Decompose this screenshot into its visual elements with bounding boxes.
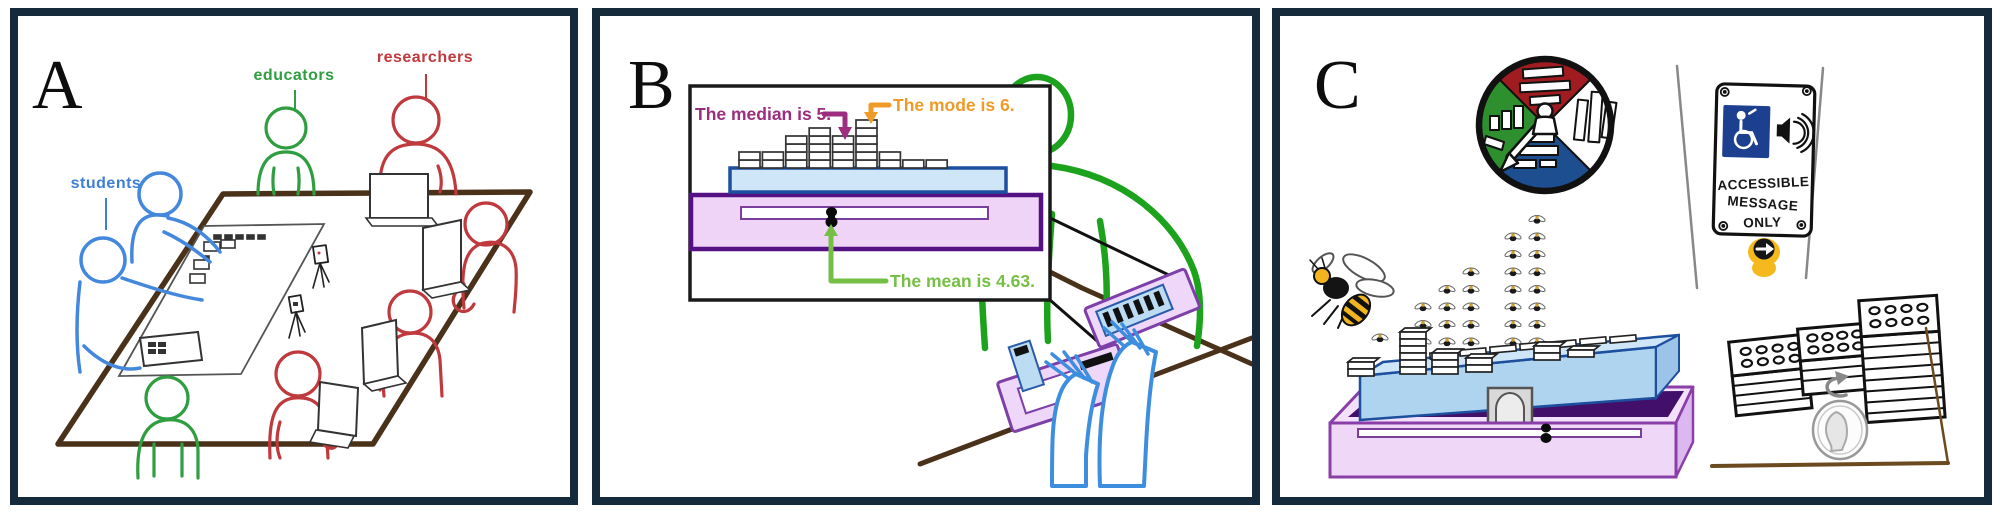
sign-line-3: ONLY bbox=[1743, 214, 1782, 230]
students-label-text: students bbox=[71, 175, 142, 192]
block-platform bbox=[728, 166, 1008, 194]
sign-line-1: ACCESSIBLE bbox=[1717, 174, 1810, 193]
block-histogram[interactable] bbox=[738, 119, 949, 169]
sign-screws bbox=[1718, 86, 1812, 231]
signal-push-button[interactable] bbox=[1748, 238, 1780, 277]
laptop bbox=[360, 318, 408, 392]
educators-label-text: educators bbox=[254, 67, 335, 84]
panel-c: C bbox=[1272, 8, 1992, 505]
panel-a-letter: A bbox=[32, 47, 83, 124]
slider-track[interactable] bbox=[740, 206, 989, 220]
person-student-1 bbox=[130, 171, 222, 264]
coin-icon bbox=[1811, 399, 1869, 461]
median-annotation: The median is 5. bbox=[695, 104, 831, 124]
person-researcher-right bbox=[451, 201, 518, 314]
tactile-device-tray bbox=[138, 330, 204, 368]
signal-pole bbox=[1675, 64, 1825, 290]
slider-knob[interactable] bbox=[825, 207, 838, 228]
panel-a-illustration: A bbox=[32, 47, 533, 480]
panel-b: B bbox=[592, 8, 1260, 505]
camera-tripod bbox=[287, 294, 306, 339]
single-fly bbox=[1370, 332, 1390, 343]
wheelchair-icon bbox=[1733, 108, 1758, 150]
mode-annotation: The mode is 6. bbox=[893, 95, 1015, 115]
mean-arrow bbox=[824, 224, 889, 284]
user-hand-right bbox=[1097, 320, 1158, 488]
sheet-edge-lines bbox=[1710, 326, 1950, 468]
person-researcher-bottom bbox=[268, 350, 340, 460]
inset-detail-box: The median is 5. The mode is 6. The mean… bbox=[688, 84, 1052, 302]
panel-c-illustration: C bbox=[1309, 47, 1950, 479]
laptop bbox=[364, 173, 440, 227]
panel-a: A bbox=[10, 8, 578, 505]
laptop bbox=[421, 218, 472, 299]
person-researcher-top bbox=[378, 95, 458, 196]
bee-icon bbox=[1309, 252, 1395, 331]
tactile-tray-device bbox=[1328, 327, 1695, 479]
mean-annotation: The mean is 4.63. bbox=[890, 271, 1035, 291]
slider-tray bbox=[688, 192, 1044, 252]
person-educator-top bbox=[256, 106, 316, 196]
person-student-2 bbox=[75, 236, 204, 374]
braille-stack-right bbox=[1857, 293, 1947, 425]
camera-tripod bbox=[312, 244, 330, 289]
arch-door bbox=[1486, 386, 1534, 428]
sign-line-2: MESSAGE bbox=[1727, 193, 1799, 214]
rotate-icon bbox=[1825, 371, 1849, 398]
wheel-center-figure bbox=[1498, 102, 1559, 174]
medicine-wheel-chart-icon bbox=[1475, 55, 1618, 195]
fly-columns bbox=[1413, 213, 1547, 347]
panel-b-letter: B bbox=[628, 47, 675, 124]
tray-slider-knob[interactable] bbox=[1540, 423, 1552, 444]
accessible-signal-sign: ACCESSIBLE MESSAGE ONLY bbox=[1711, 82, 1817, 238]
panel-b-illustration: B bbox=[628, 47, 1252, 488]
panel-c-letter: C bbox=[1314, 47, 1361, 124]
laptop bbox=[308, 380, 360, 449]
tray-slider-track[interactable] bbox=[1357, 428, 1642, 438]
label-students: students bbox=[71, 175, 142, 230]
median-arrow bbox=[821, 111, 852, 140]
mode-arrow bbox=[864, 102, 892, 124]
speaker-icon bbox=[1776, 112, 1815, 154]
tactile-device-1[interactable] bbox=[1083, 267, 1201, 349]
person-educator-bottom bbox=[136, 375, 200, 480]
researchers-label-text: researchers bbox=[377, 49, 473, 66]
wedge-block-stacks bbox=[1345, 327, 1602, 377]
label-researchers: researchers bbox=[377, 49, 473, 100]
user-hand-left bbox=[1044, 350, 1100, 488]
